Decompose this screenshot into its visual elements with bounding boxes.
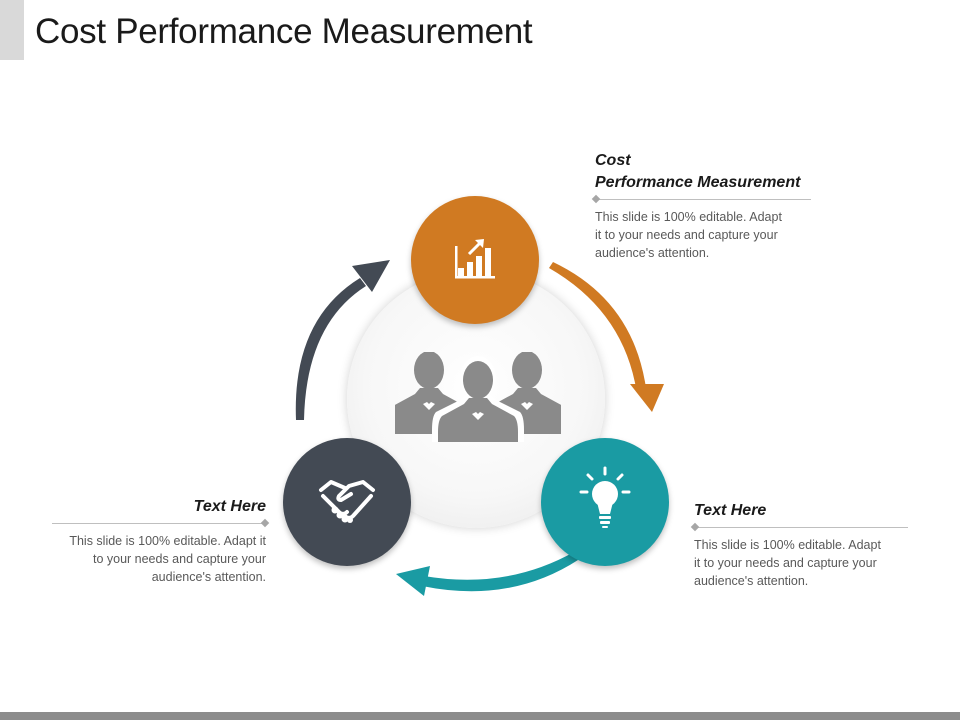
business-team-icon bbox=[395, 352, 561, 442]
callout-right-body-line3: audience's attention. bbox=[694, 574, 809, 588]
callout-left-body-line3: audience's attention. bbox=[151, 570, 266, 584]
callout-left: Text Here This slide is 100% editable. A… bbox=[30, 496, 270, 586]
footer-bar bbox=[0, 712, 960, 720]
bar-chart-growth-icon bbox=[455, 239, 495, 279]
callout-top-body: This slide is 100% editable. Adapt it to… bbox=[595, 208, 825, 262]
handshake-icon bbox=[319, 480, 375, 523]
callout-right-body: This slide is 100% editable. Adapt it to… bbox=[694, 536, 924, 590]
callout-top-heading-line1: Cost bbox=[595, 152, 631, 169]
callout-top-rule bbox=[591, 194, 811, 204]
callout-right-rule bbox=[690, 522, 908, 532]
callout-right-body-line2: it to your needs and capture your bbox=[694, 556, 877, 570]
callout-top-body-line1: This slide is 100% editable. Adapt bbox=[595, 210, 782, 224]
arrow-top-to-right-head bbox=[630, 384, 664, 412]
node-left bbox=[283, 438, 411, 566]
page-title: Cost Performance Measurement bbox=[35, 12, 533, 51]
callout-top-body-line2: it to your needs and capture your bbox=[595, 228, 778, 242]
callout-top-heading: Cost Performance Measurement bbox=[595, 150, 825, 194]
title-accent-bar bbox=[0, 0, 24, 60]
callout-left-heading: Text Here bbox=[193, 498, 266, 515]
callout-top-heading-line2: Performance Measurement bbox=[595, 174, 801, 191]
callout-right-heading: Text Here bbox=[694, 502, 767, 519]
arrow-top-to-right bbox=[549, 262, 646, 388]
callout-right: Text Here This slide is 100% editable. A… bbox=[690, 500, 924, 590]
callout-left-rule bbox=[52, 518, 270, 528]
callout-left-body: This slide is 100% editable. Adapt it to… bbox=[30, 532, 266, 586]
callout-right-body-line1: This slide is 100% editable. Adapt bbox=[694, 538, 881, 552]
arrow-left-to-top-head bbox=[352, 260, 390, 292]
callout-left-body-line1: This slide is 100% editable. Adapt it bbox=[69, 534, 266, 548]
callout-left-body-line2: to your needs and capture your bbox=[92, 552, 266, 566]
callout-top: Cost Performance Measurement This slide … bbox=[591, 150, 825, 262]
arrow-right-to-left bbox=[422, 552, 578, 592]
arrow-left-to-top bbox=[295, 278, 366, 420]
lightbulb-icon bbox=[579, 466, 631, 528]
node-right bbox=[541, 438, 669, 566]
callout-top-body-line3: audience's attention. bbox=[595, 246, 710, 260]
node-top bbox=[411, 196, 539, 324]
arrow-right-to-left-head bbox=[396, 566, 430, 596]
